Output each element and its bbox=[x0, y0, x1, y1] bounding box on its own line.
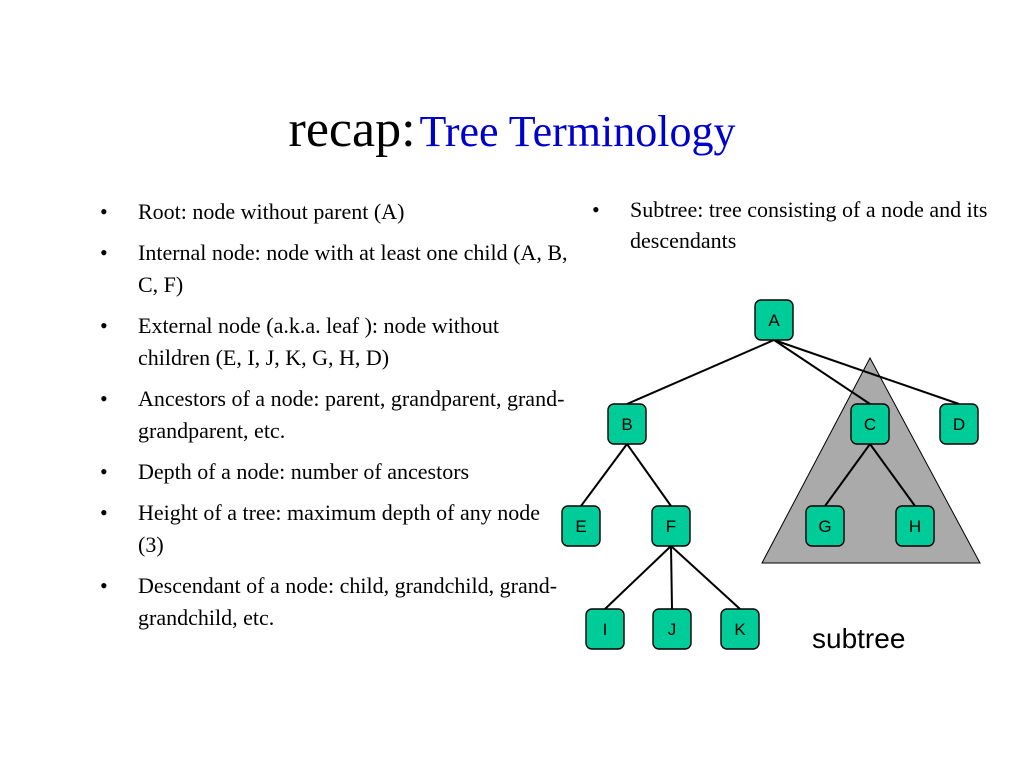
tree-node-box bbox=[720, 608, 760, 650]
tree-node-f: F bbox=[651, 505, 691, 547]
tree-edge-c-h bbox=[869, 443, 916, 507]
tree-node-label: E bbox=[575, 517, 586, 536]
bullet-icon: • bbox=[100, 459, 108, 484]
tree-node-box bbox=[939, 403, 979, 445]
tree-node-label: J bbox=[668, 620, 677, 639]
bullet-item-descendant: • Descendant of a node: child, grandchil… bbox=[100, 570, 570, 634]
tree-node-label: F bbox=[666, 517, 676, 536]
tree-node-box bbox=[754, 299, 794, 341]
tree-node-box bbox=[585, 608, 625, 650]
tree-node-box bbox=[651, 505, 691, 547]
bullet-text: External node (a.k.a. leaf ): node witho… bbox=[138, 313, 500, 370]
tree-node-box bbox=[652, 608, 692, 650]
tree-node-i: I bbox=[585, 608, 625, 650]
bullet-icon: • bbox=[100, 386, 108, 411]
tree-node-label: A bbox=[768, 311, 780, 330]
tree-node-label: C bbox=[864, 415, 876, 434]
bullet-item-height: • Height of a tree: maximum depth of any… bbox=[100, 497, 570, 561]
tree-node-g: G bbox=[805, 505, 845, 547]
tree-edge-f-j bbox=[670, 545, 673, 610]
title-prefix: recap: bbox=[288, 101, 416, 158]
slide-title: recap: Tree Terminology bbox=[0, 104, 1024, 156]
tree-node-c: C bbox=[850, 403, 890, 445]
bullet-text: Root: node without parent (A) bbox=[138, 199, 405, 224]
subtree-caption: subtree bbox=[812, 623, 906, 654]
tree-node-b: B bbox=[607, 403, 647, 445]
bullet-text: Ancestors of a node: parent, grandparent… bbox=[138, 386, 565, 443]
tree-node-d: D bbox=[939, 403, 979, 445]
tree-node-box bbox=[895, 505, 935, 547]
bullet-icon: • bbox=[100, 500, 108, 525]
tree-edge-b-e bbox=[580, 443, 628, 507]
tree-node-label: K bbox=[734, 620, 746, 639]
tree-edge-a-d bbox=[773, 339, 960, 405]
bullet-text: Internal node: node with at least one ch… bbox=[138, 240, 568, 297]
bullet-text: Descendant of a node: child, grandchild,… bbox=[138, 573, 558, 630]
tree-node-label: I bbox=[603, 620, 608, 639]
title-main: Tree Terminology bbox=[419, 107, 736, 156]
bullet-item-ancestors: • Ancestors of a node: parent, grandpare… bbox=[100, 383, 570, 447]
bullet-icon: • bbox=[100, 199, 108, 224]
tree-node-h: H bbox=[895, 505, 935, 547]
tree-node-box bbox=[805, 505, 845, 547]
tree-node-label: B bbox=[621, 415, 632, 434]
tree-edge-a-c bbox=[773, 339, 871, 405]
tree-node-box bbox=[850, 403, 890, 445]
tree-node-box bbox=[607, 403, 647, 445]
bullet-text: Subtree: tree consisting of a node and i… bbox=[630, 197, 988, 253]
tree-edge-c-g bbox=[824, 443, 871, 507]
tree-node-k: K bbox=[720, 608, 760, 650]
tree-node-box bbox=[561, 505, 601, 547]
subtree-definition-list: • Subtree: tree consisting of a node and… bbox=[592, 194, 992, 265]
tree-node-j: J bbox=[652, 608, 692, 650]
bullet-item-root: • Root: node without parent (A) bbox=[100, 196, 570, 228]
bullet-item-subtree: • Subtree: tree consisting of a node and… bbox=[592, 194, 992, 256]
bullet-icon: • bbox=[100, 313, 108, 338]
tree-edge-f-k bbox=[670, 545, 741, 610]
tree-node-e: E bbox=[561, 505, 601, 547]
terminology-list: • Root: node without parent (A) • Intern… bbox=[100, 196, 570, 643]
tree-edge-a-b bbox=[626, 339, 775, 405]
subtree-shade bbox=[761, 356, 981, 564]
tree-edge-b-f bbox=[626, 443, 672, 507]
bullet-item-internal-node: • Internal node: node with at least one … bbox=[100, 237, 570, 301]
bullet-item-external-node: • External node (a.k.a. leaf ): node wit… bbox=[100, 310, 570, 374]
tree-node-label: D bbox=[953, 415, 965, 434]
bullet-text: Height of a tree: maximum depth of any n… bbox=[138, 500, 540, 557]
tree-edge-f-i bbox=[604, 545, 672, 610]
bullet-icon: • bbox=[592, 197, 600, 222]
tree-node-a: A bbox=[754, 299, 794, 341]
bullet-icon: • bbox=[100, 573, 108, 598]
tree-node-label: H bbox=[909, 517, 921, 536]
bullet-item-depth: • Depth of a node: number of ancestors bbox=[100, 456, 570, 488]
bullet-icon: • bbox=[100, 240, 108, 265]
tree-node-label: G bbox=[818, 517, 831, 536]
bullet-text: Depth of a node: number of ancestors bbox=[138, 459, 470, 484]
